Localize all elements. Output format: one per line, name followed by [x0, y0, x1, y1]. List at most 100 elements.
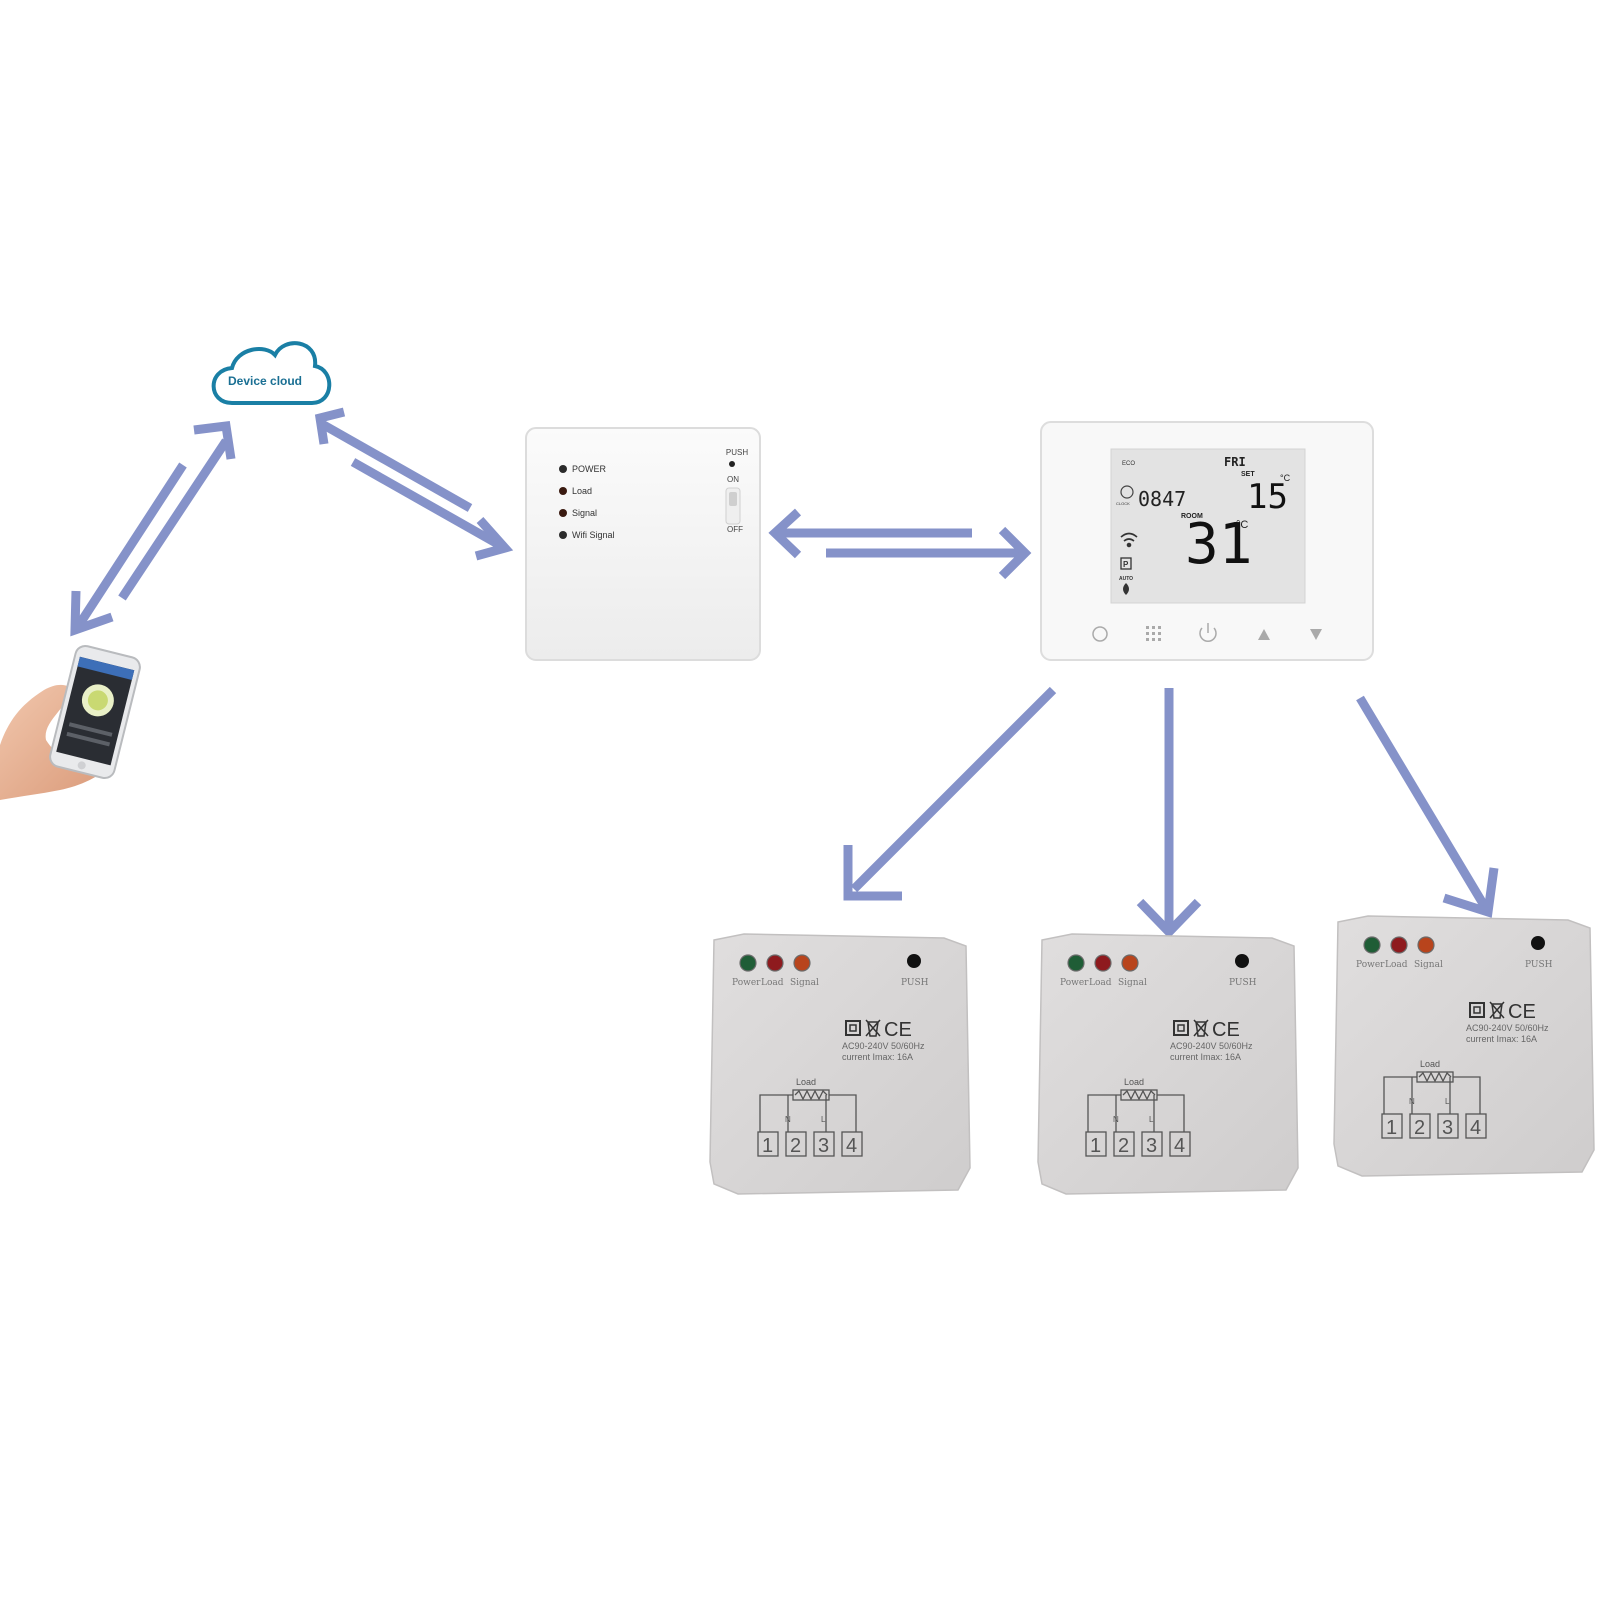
terminal-mark: N	[1113, 1115, 1119, 1124]
arrow-thermostat-to-receiver-3	[1356, 695, 1499, 918]
receiver-led-label: Load	[1089, 978, 1112, 988]
terminal-number: 1	[1090, 1135, 1101, 1157]
current-rating: current Imax: 16A	[1170, 1052, 1241, 1062]
terminal-box	[841, 1131, 863, 1157]
push-button[interactable]	[1531, 936, 1545, 950]
terminal-number: 3	[1146, 1135, 1157, 1157]
terminal-box	[1381, 1113, 1403, 1139]
arrow-thermostat-to-gateway	[768, 508, 972, 559]
receiver-body	[1037, 933, 1299, 1195]
wiring-diagram: Load	[759, 1077, 857, 1132]
load-label: Load	[1124, 1077, 1144, 1087]
terminal-number: 4	[1470, 1117, 1481, 1139]
push-button[interactable]	[1235, 954, 1249, 968]
led-indicator	[1363, 936, 1381, 954]
gateway-led-label: Signal	[572, 508, 597, 518]
gateway-led-list: POWER Load Signal Wifi Signal	[559, 464, 615, 540]
lcd-screen	[1110, 448, 1306, 604]
terminal-number: 1	[1386, 1117, 1397, 1139]
menu-grid-button[interactable]	[1146, 626, 1161, 641]
program-icon: P	[1120, 557, 1132, 570]
receiver-led-label: Signal	[1118, 978, 1147, 988]
receiver-body	[1333, 915, 1595, 1177]
push-button[interactable]	[907, 954, 921, 968]
clock-icon	[1120, 485, 1134, 499]
wiring-diagram: Load	[1383, 1059, 1481, 1114]
load-label: Load	[1420, 1059, 1440, 1069]
load-label: Load	[796, 1077, 816, 1087]
set-unit: °C	[1280, 473, 1291, 483]
up-arrow-button[interactable]	[1258, 629, 1270, 640]
terminal-box	[813, 1131, 835, 1157]
terminal-number: 2	[1414, 1117, 1425, 1139]
led-indicator	[559, 509, 567, 517]
terminal-mark: L	[1149, 1115, 1154, 1124]
flame-icon	[1123, 583, 1129, 595]
gateway-off-label: OFF	[727, 525, 743, 534]
terminal-number: 3	[818, 1135, 829, 1157]
clock-button[interactable]	[1092, 626, 1108, 642]
receiver-push-label: PUSH	[901, 978, 929, 988]
mode-label: AUTO	[1119, 576, 1133, 582]
led-indicator	[559, 465, 567, 473]
led-indicator	[766, 954, 784, 972]
down-arrow-button[interactable]	[1310, 629, 1322, 640]
arrow-phone-to-cloud	[118, 420, 236, 601]
room-label: ROOM	[1181, 513, 1203, 520]
power-button[interactable]	[1199, 623, 1217, 643]
receiver-led-label: Load	[761, 978, 784, 988]
arrow-thermostat-to-receiver-2	[1136, 688, 1202, 939]
cloud-label: Device cloud	[228, 374, 302, 388]
wifi-gateway: POWER Load Signal Wifi Signal PUSH ON OF…	[525, 427, 761, 661]
clock-label: CLOCK	[1116, 501, 1130, 506]
arrow-gateway-to-thermostat	[826, 526, 1032, 580]
terminal-box	[757, 1131, 779, 1157]
led-indicator	[1390, 936, 1408, 954]
led-indicator	[793, 954, 811, 972]
gateway-led-label: POWER	[572, 464, 607, 474]
push-button[interactable]	[729, 461, 735, 467]
receiver-body	[709, 933, 971, 1195]
terminal-box	[1437, 1113, 1459, 1139]
set-label: SET	[1241, 471, 1255, 478]
terminal-box	[1141, 1131, 1163, 1157]
terminal-box	[1085, 1131, 1107, 1157]
wiring-diagram: Load	[1087, 1077, 1185, 1132]
device-cloud: Device cloud	[211, 341, 332, 405]
smartphone-icon	[49, 644, 141, 780]
receiver-led-label: Signal	[1414, 960, 1443, 970]
room-temperature: 31	[1185, 512, 1252, 577]
led-indicator	[1094, 954, 1112, 972]
terminal-mark: L	[1445, 1097, 1450, 1106]
connection-arrows	[70, 407, 1499, 939]
receiver-led-label: Power	[1356, 960, 1385, 970]
gateway-push-label: PUSH	[726, 448, 748, 457]
terminal-box	[1169, 1131, 1191, 1157]
thermostat-buttons	[1092, 623, 1322, 643]
on-off-switch[interactable]	[725, 487, 741, 525]
led-indicator	[739, 954, 757, 972]
receiver-led-label: Power	[1060, 978, 1089, 988]
terminal-mark: N	[785, 1115, 791, 1124]
gateway-led-label: Load	[572, 486, 592, 496]
voltage-rating: AC90-240V 50/60Hz	[1170, 1041, 1253, 1051]
terminal-box	[1113, 1131, 1135, 1157]
terminal-number: 3	[1442, 1117, 1453, 1139]
certification-icons: CE	[1173, 1019, 1240, 1041]
led-indicator	[1121, 954, 1139, 972]
svg-text:CE: CE	[884, 1019, 912, 1041]
current-rating: current Imax: 16A	[842, 1052, 913, 1062]
led-indicator	[1067, 954, 1085, 972]
terminal-number: 4	[846, 1135, 857, 1157]
receiver-push-label: PUSH	[1525, 960, 1553, 970]
terminal-number: 2	[1118, 1135, 1129, 1157]
arrow-cloud-to-phone	[70, 462, 187, 637]
terminal-mark: L	[821, 1115, 826, 1124]
receiver-led-label: Load	[1385, 960, 1408, 970]
led-indicator	[559, 487, 567, 495]
svg-text:CE: CE	[1508, 1001, 1536, 1023]
arrow-cloud-to-gateway	[350, 458, 514, 561]
current-rating: current Imax: 16A	[1466, 1034, 1537, 1044]
